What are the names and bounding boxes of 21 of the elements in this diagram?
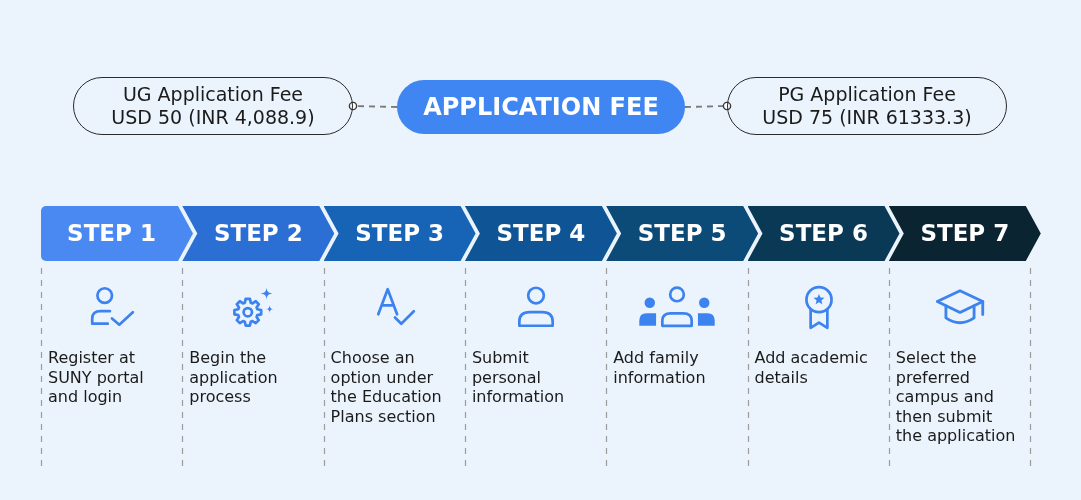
step-description: Begin the application process	[189, 348, 279, 407]
fee-amount: USD 75 (INR 61333.3)	[762, 106, 972, 129]
dashed-connector	[348, 101, 398, 111]
step-banner: STEP 2	[182, 206, 335, 261]
step-banner: STEP 1	[41, 206, 193, 261]
main-topic-pill: APPLICATION FEE	[397, 80, 685, 134]
step-banner: STEP 4	[464, 206, 617, 261]
step-description: Submit personal information	[471, 348, 566, 407]
step-description: Add family information	[613, 348, 707, 387]
step-banner: STEP 6	[747, 206, 900, 261]
fee-amount: USD 50 (INR 4,088.9)	[111, 106, 315, 129]
fee-heading: UG Application Fee	[122, 83, 304, 106]
fee-heading: PG Application Fee	[778, 83, 956, 106]
dashed-connector	[684, 101, 732, 111]
step-description: Add academic details	[754, 348, 869, 387]
step-description: Choose an option under the Education Plans section	[330, 348, 443, 426]
step-description: Register at SUNY portal and login	[48, 348, 145, 407]
step-banner: STEP 5	[606, 206, 759, 261]
step-banner: STEP 7	[888, 206, 1041, 261]
step-description: Select the preferred campus and then submit the application	[895, 348, 1017, 446]
step-banner: STEP 3	[323, 206, 476, 261]
